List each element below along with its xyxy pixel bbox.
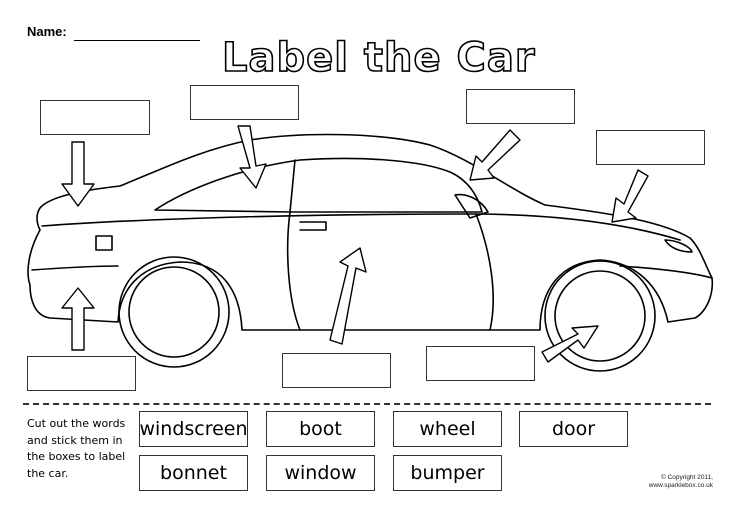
cut-line <box>23 403 711 405</box>
word-card-wheel[interactable]: wheel <box>393 411 502 447</box>
word-card-bonnet[interactable]: bonnet <box>139 455 248 491</box>
front-wheel <box>545 261 655 371</box>
copyright: © Copyright 2011, www.sparklebox.co.uk <box>649 474 713 490</box>
arrow-3 <box>470 130 520 180</box>
arrow-4 <box>612 170 648 222</box>
car-illustration <box>0 0 733 400</box>
door-outline <box>288 212 300 330</box>
word-card-bumper[interactable]: bumper <box>393 455 502 491</box>
arrow-1 <box>62 142 94 206</box>
window-frame <box>155 159 482 213</box>
word-card-window[interactable]: window <box>266 455 375 491</box>
rear-wheel <box>119 257 229 367</box>
word-card-windscreen[interactable]: windscreen <box>139 411 248 447</box>
instructions-text: Cut out the words and stick them in the … <box>27 416 137 482</box>
arrow-2 <box>238 126 266 188</box>
copyright-line-2: www.sparklebox.co.uk <box>649 482 713 490</box>
word-card-door[interactable]: door <box>519 411 628 447</box>
word-card-boot[interactable]: boot <box>266 411 375 447</box>
arrow-7 <box>542 326 598 362</box>
copyright-line-1: © Copyright 2011, <box>649 474 713 482</box>
